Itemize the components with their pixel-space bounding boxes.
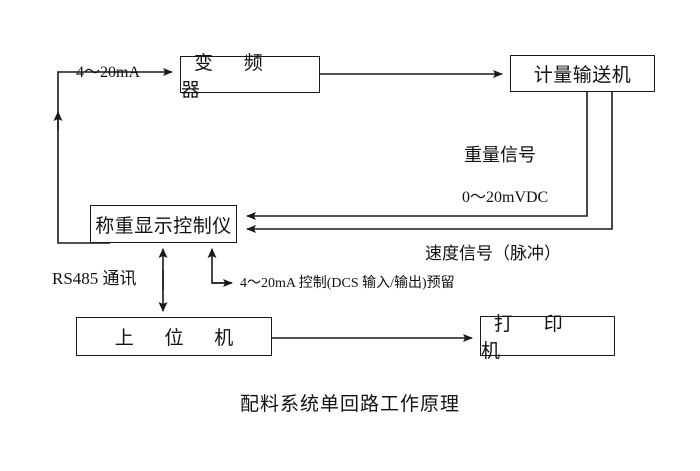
node-printer[interactable]: 打 印 机 bbox=[480, 314, 615, 362]
label-dcs-reserved: 4〜20mA 控制(DCS 输入/输出)预留 bbox=[240, 276, 455, 291]
node-metering-conveyor[interactable]: 计量输送机 bbox=[510, 55, 655, 92]
diagram-caption: 配料系统单回路工作原理 bbox=[239, 394, 460, 415]
wire-controller-to-inverter bbox=[57, 68, 173, 244]
label-rs485: RS485 通讯 bbox=[52, 269, 137, 288]
wire-speed-signal bbox=[246, 92, 613, 233]
node-inverter[interactable]: 变 频 器 bbox=[180, 53, 320, 101]
label-current-loop: 4〜20mA bbox=[76, 64, 141, 81]
wire-weight-signal bbox=[246, 92, 588, 220]
wire-dcs-branch bbox=[207, 248, 230, 284]
node-host-computer[interactable]: 上 位 机 bbox=[76, 317, 272, 356]
node-weighing-controller[interactable]: 称重显示控制仪 bbox=[90, 205, 237, 243]
label-speed-signal: 速度信号（脉冲） bbox=[425, 244, 561, 263]
label-weight-signal-range: 0〜20mVDC bbox=[462, 189, 549, 206]
label-weight-signal: 重量信号 bbox=[464, 145, 536, 165]
